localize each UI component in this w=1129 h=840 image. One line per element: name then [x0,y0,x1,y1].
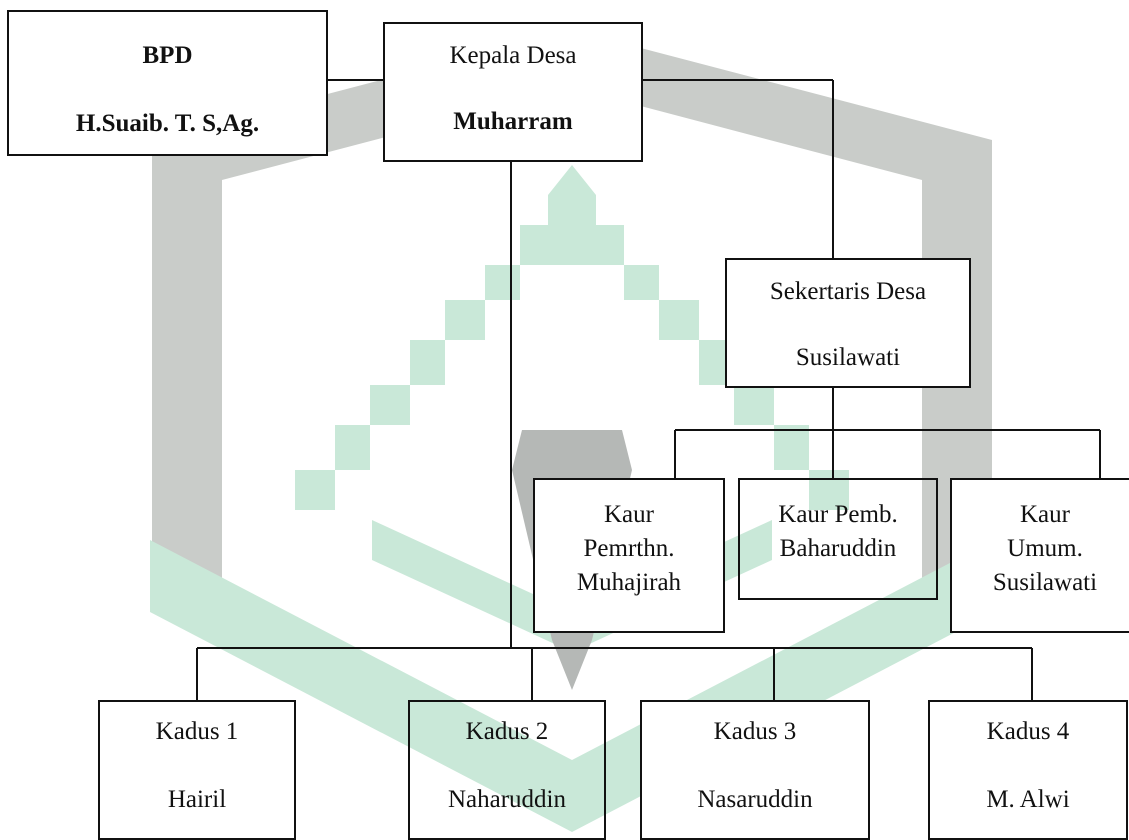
bpd-title: BPD [142,42,193,69]
kadus-1-name: Hairil [167,786,227,813]
kaur-umum-box: Kaur Umum. Susilawati [950,478,1129,633]
kadus-3-name: Nasaruddin [697,786,813,813]
kaur-pembangunan-box: Kaur Pemb. Baharuddin [738,478,938,600]
kepala-desa-title: Kepala Desa [449,42,577,69]
kaur-pemerintahan-line3: Muhajirah [576,569,682,596]
kaur-pemerintahan-box: Kaur Pemrthn. Muhajirah [533,478,725,633]
kadus-1-title: Kadus 1 [155,718,239,745]
kaur-umum-line2: Umum. [1007,535,1083,562]
kepala-desa-box: Kepala Desa Muharram [383,22,643,162]
kadus-3-box: Kadus 3 Nasaruddin [640,700,870,840]
bpd-name: H.Suaib. T. S,Ag. [75,110,260,137]
kepala-desa-name: Muharram [453,108,573,135]
kaur-umum-line3: Susilawati [992,569,1098,596]
kadus-4-box: Kadus 4 M. Alwi [928,700,1128,840]
sekretaris-box: Sekertaris Desa Susilawati [725,258,971,388]
kaur-pemerintahan-line1: Kaur [604,501,654,528]
kadus-2-box: Kadus 2 Naharuddin [408,700,606,840]
kaur-pemerintahan-line2: Pemrthn. [583,535,675,562]
kaur-umum-line1: Kaur [1020,501,1070,528]
kadus-3-title: Kadus 3 [713,718,797,745]
kaur-pembangunan-line2: Baharuddin [779,535,897,562]
bpd-box: BPD H.Suaib. T. S,Ag. [7,10,328,156]
kadus-1-box: Kadus 1 Hairil [98,700,296,840]
kadus-4-title: Kadus 4 [986,718,1070,745]
kaur-pembangunan-line1: Kaur Pemb. [778,501,898,528]
kadus-4-name: M. Alwi [986,786,1070,813]
sekretaris-name: Susilawati [795,344,901,371]
kadus-2-title: Kadus 2 [465,718,549,745]
kadus-2-name: Naharuddin [447,786,567,813]
sekretaris-title: Sekertaris Desa [769,278,927,305]
